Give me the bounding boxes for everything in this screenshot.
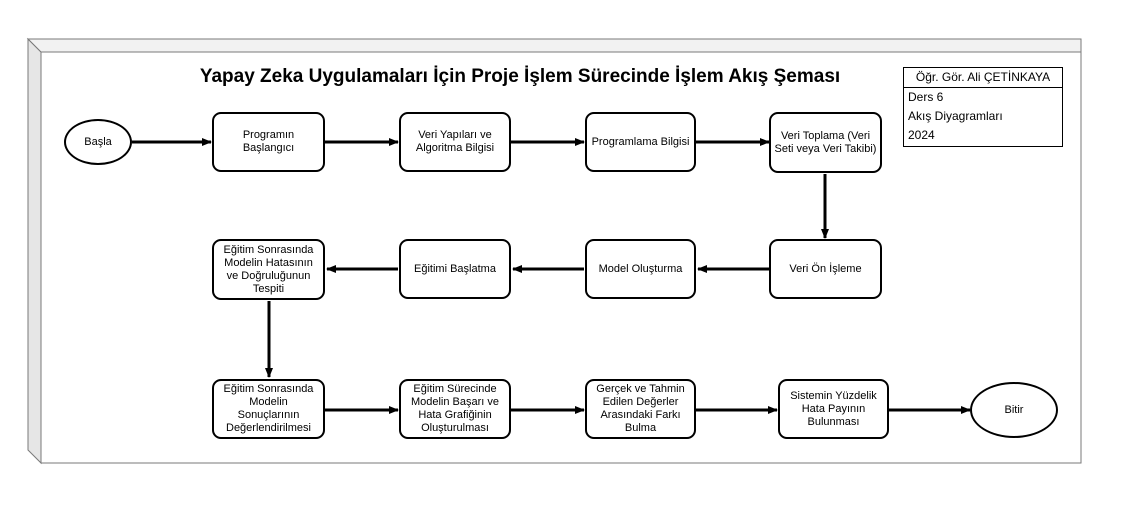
node-start-training: Eğitimi Başlatma [399,239,511,299]
node-programming-knowledge: Programlama Bilgisi [585,112,696,172]
info-course: Ders 6 [908,90,944,104]
node-percent-error: Sistemin Yüzdelik Hata Payının Bulunması [778,379,889,439]
node-error-accuracy: Eğitim Sonrasında Modelin Hatasının ve D… [212,239,325,300]
diagram-title: Yapay Zeka Uygulamaları İçin Proje İşlem… [199,66,841,87]
node-data-preprocessing: Veri Ön İşleme [769,239,882,299]
end-terminal: Bitir [970,382,1058,438]
node-data-collection: Veri Toplama (Veri Seti veya Veri Takibi… [769,112,882,173]
frame-side-face [27,37,42,465]
info-box: Öğr. Gör. Ali ÇETİNKAYA Ders 6 Akış Diya… [903,67,1063,147]
start-terminal: Başla [64,119,132,165]
node-data-structures: Veri Yapıları ve Algoritma Bilgisi [399,112,511,172]
info-author: Öğr. Gör. Ali ÇETİNKAYA [904,68,1062,88]
frame-top-face [26,38,1082,53]
node-model-creation: Model Oluşturma [585,239,696,299]
info-year: 2024 [908,128,935,142]
node-actual-predicted-diff: Gerçek ve Tahmin Edilen Değerler Arasınd… [585,379,696,439]
node-program-start: Programın Başlangıcı [212,112,325,172]
node-success-error-graph: Eğitim Sürecinde Modelin Başarı ve Hata … [399,379,511,439]
info-topic: Akış Diyagramları [908,109,1003,123]
node-results-evaluation: Eğitim Sonrasında Modelin Sonuçlarının D… [212,379,325,439]
